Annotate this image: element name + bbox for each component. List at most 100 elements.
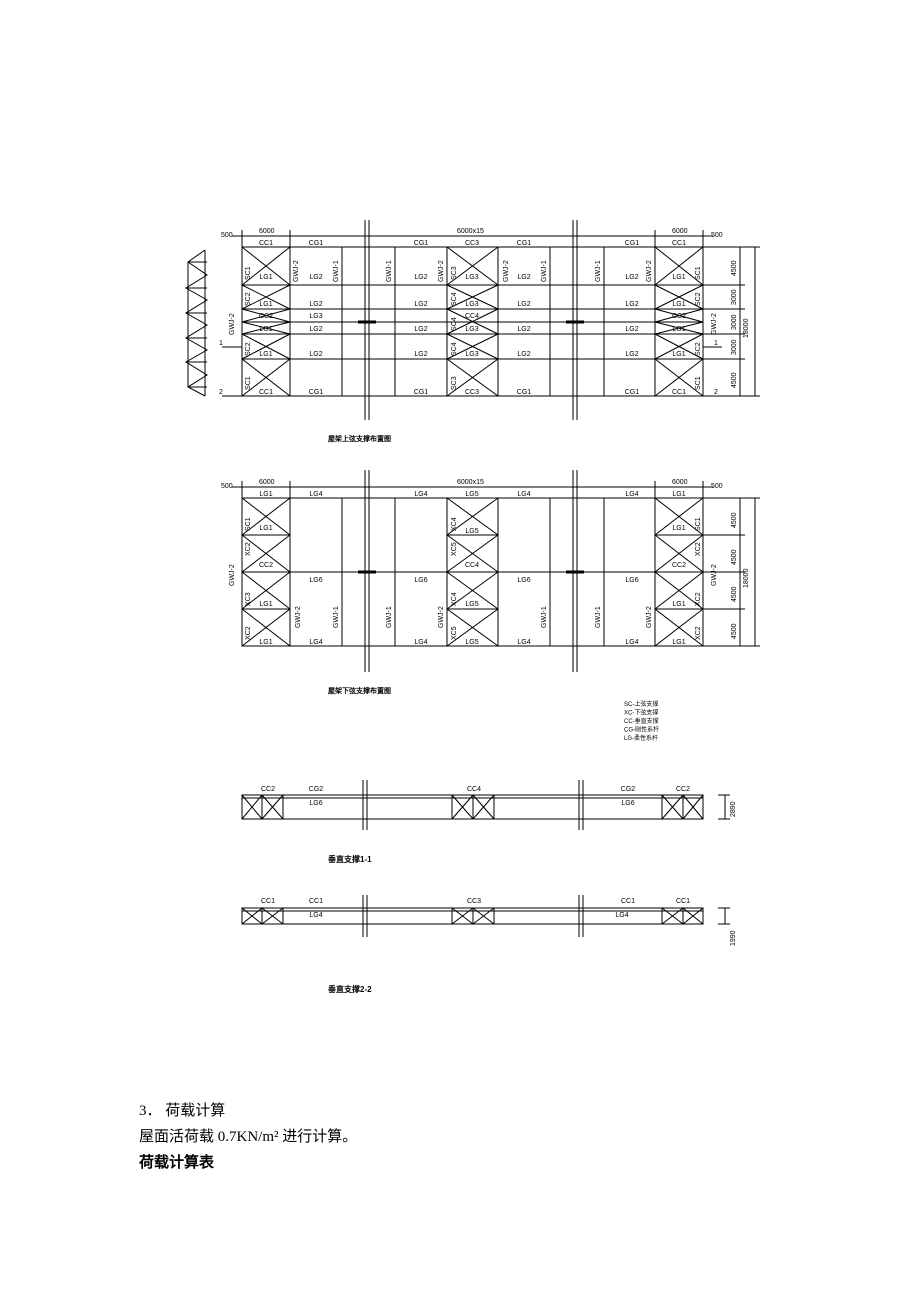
section-label: LG6 [621, 800, 634, 807]
legend-item: XC-下弦支撑 [624, 709, 658, 717]
bottom-plan-labels: 6000 6000x15 6000 500 500 GWJ-2 GWJ-2 18… [221, 479, 750, 639]
bottom-label: CG1 [414, 389, 429, 396]
brace-tag: SC1 [695, 266, 702, 280]
bottom-label: CG1 [309, 389, 324, 396]
truss-tag: GWJ-1 [333, 260, 340, 282]
mid-label: LG6 [414, 577, 427, 584]
mid-label: CC2 [672, 562, 686, 569]
section-label: CC3 [467, 898, 481, 905]
top-plan-labels: 6000 6000x15 6000 500 500 1 2 1 2 GWJ-2 … [219, 228, 750, 396]
section-label: CG2 [309, 786, 324, 793]
truss-tag: GWJ-2 [646, 606, 653, 628]
section-label: CC4 [467, 786, 481, 793]
table-title: 荷载计算表 [139, 1153, 215, 1171]
mid-label: LG6 [625, 577, 638, 584]
bottom-plan-frame [232, 470, 760, 672]
axis-1-right: 1 [714, 340, 718, 347]
bottom-label: LG5 [465, 639, 478, 646]
truss-tag-right: GWJ-2 [711, 564, 718, 586]
axis-2-left: 2 [219, 389, 223, 396]
cell-label: CC4 [465, 313, 479, 320]
row-dim: 3000 [731, 289, 738, 305]
dim-mid: 6000x15 [457, 479, 484, 486]
brace-tag: SC1 [245, 376, 252, 390]
bottom-label: CC1 [259, 389, 273, 396]
cell-label: LG1 [259, 274, 272, 281]
top-label: LG5 [465, 491, 478, 498]
brace-tag: XC5 [451, 542, 458, 556]
truss-tag: GWJ-1 [333, 606, 340, 628]
truss-tag: GWJ-1 [386, 606, 393, 628]
cell-label: LG1 [259, 326, 272, 333]
bottom-label: CG1 [517, 389, 532, 396]
section-1-frame [241, 780, 730, 830]
axis-1-left: 1 [219, 340, 223, 347]
cell-label: CC2 [259, 313, 273, 320]
cell-label: LG2 [625, 351, 638, 358]
mid-label: CC2 [259, 562, 273, 569]
top-label: LG4 [625, 491, 638, 498]
top-label: CG1 [625, 240, 640, 247]
row-dim: 3000 [731, 314, 738, 330]
cell-label: LG1 [259, 351, 272, 358]
bottom-label: LG1 [672, 639, 685, 646]
cell-label: LG2 [414, 351, 427, 358]
brace-tag: XC2 [695, 542, 702, 556]
section-label: CC1 [261, 898, 275, 905]
brace-tag: XC2 [695, 592, 702, 606]
cell-label: LG1 [672, 326, 685, 333]
cell-label: LG2 [414, 326, 427, 333]
offset-left: 500 [221, 232, 233, 239]
top-label: LG4 [309, 491, 322, 498]
top-label: LG4 [517, 491, 530, 498]
cell-label: CC2 [672, 313, 686, 320]
brace-tag: XC4 [451, 592, 458, 606]
top-label: CG1 [309, 240, 324, 247]
plan-bottom-title: 屋架下弦支撑布置图 [328, 686, 391, 695]
brace-tag: SC4 [451, 317, 458, 331]
top-plan-frame [222, 220, 760, 420]
offset-left: 500 [221, 483, 233, 490]
total-height: 18000 [743, 318, 750, 338]
top-label: CC1 [259, 240, 273, 247]
legend-item: SC-上弦支撑 [624, 700, 658, 708]
brace-tag: SC2 [245, 292, 252, 306]
brace-tag: SC3 [451, 376, 458, 390]
cell-label: LG3 [465, 351, 478, 358]
truss-tag-right: GWJ-2 [711, 313, 718, 335]
section-1-title: 垂直支撑1-1 [328, 854, 372, 864]
inner-label: LG1 [672, 601, 685, 608]
truss-tag: GWJ-2 [295, 606, 302, 628]
top-label: CC3 [465, 240, 479, 247]
top-label: CG1 [414, 240, 429, 247]
truss-tag: GWJ-1 [386, 260, 393, 282]
mid-label: LG6 [517, 577, 530, 584]
top-label: LG4 [414, 491, 427, 498]
cell-label: LG2 [309, 351, 322, 358]
section-label: CC2 [261, 786, 275, 793]
truss-tag: GWJ-1 [541, 260, 548, 282]
section-label: LG6 [309, 800, 322, 807]
brace-tag: SC2 [695, 292, 702, 306]
section-heading: 3． 荷载计算 [139, 1103, 226, 1119]
section-label: LG4 [615, 912, 628, 919]
section-2-title: 垂直支撑2-2 [328, 984, 372, 994]
cell-label: LG3 [465, 326, 478, 333]
brace-tag: XC3 [245, 592, 252, 606]
cell-label: LG2 [517, 274, 530, 281]
section-label: CC1 [676, 898, 690, 905]
brace-tag: XC2 [245, 626, 252, 640]
brace-tag: SC3 [451, 266, 458, 280]
cell-label: LG2 [309, 301, 322, 308]
bottom-label: CC1 [672, 389, 686, 396]
row-dim: 4500 [731, 372, 738, 388]
inner-label: LG1 [259, 525, 272, 532]
cell-label: LG2 [517, 326, 530, 333]
brace-tag: SC4 [451, 342, 458, 356]
cell-label: LG2 [517, 351, 530, 358]
cell-label: LG2 [625, 326, 638, 333]
dim-end-left: 6000 [259, 479, 275, 486]
